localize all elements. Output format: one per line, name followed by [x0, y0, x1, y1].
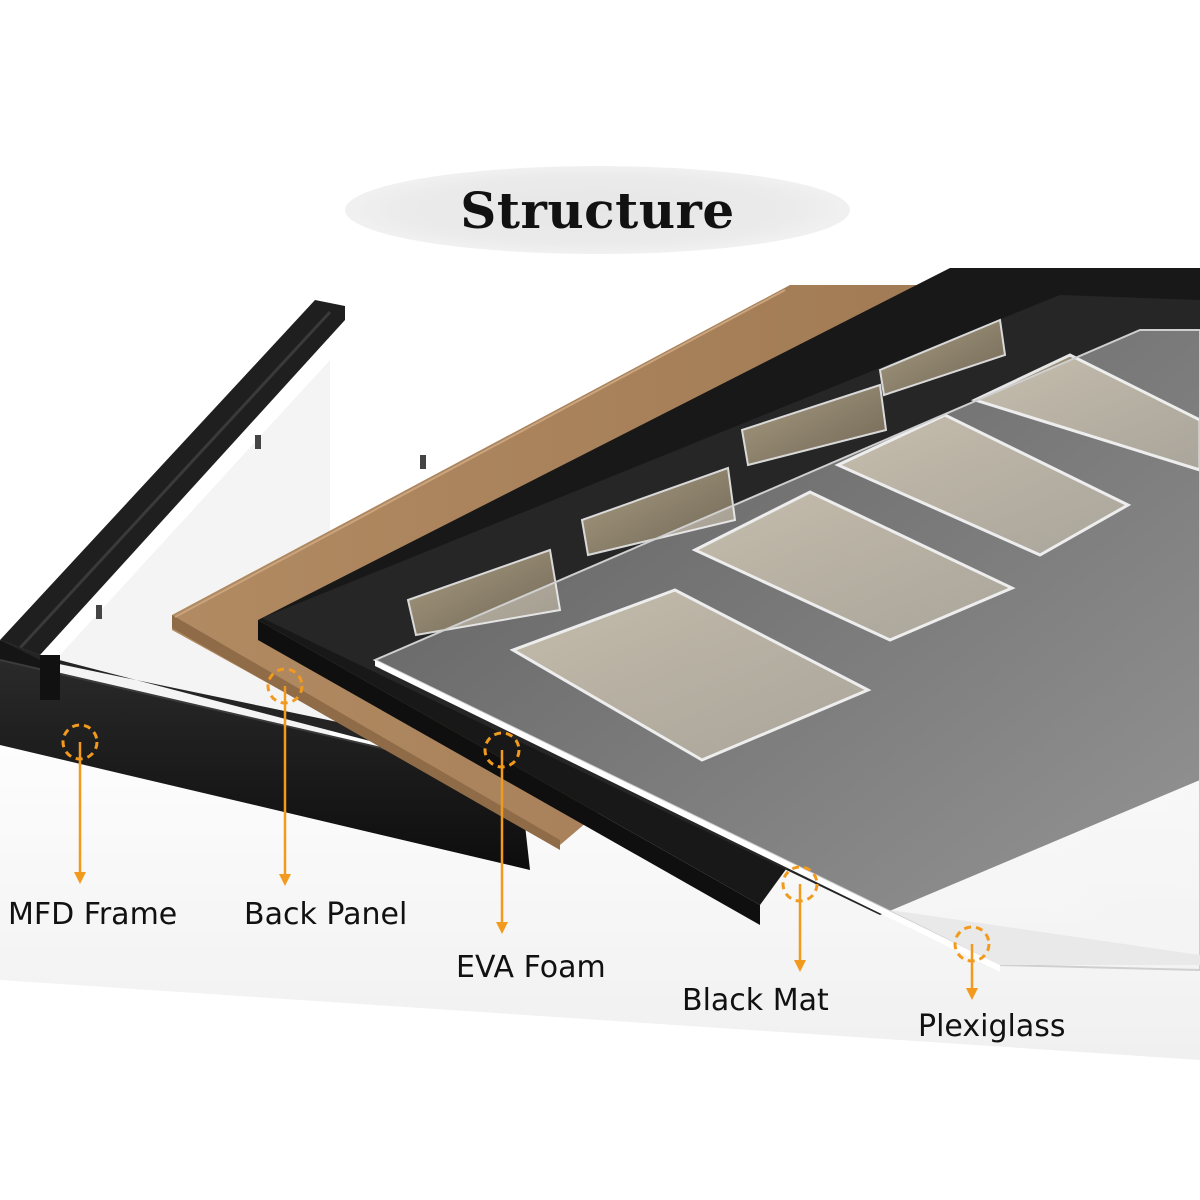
label-black-mat: Black Mat: [682, 983, 829, 1018]
title-background: [345, 166, 850, 254]
page-title: Structure: [460, 180, 735, 240]
callout-back-panel: [266, 667, 304, 886]
callout-black-mat: [781, 865, 819, 972]
label-eva-foam: EVA Foam: [456, 950, 606, 985]
label-back-panel: Back Panel: [244, 897, 408, 932]
callout-mfd-frame: [61, 723, 99, 884]
callout-plexiglass: [953, 925, 991, 1000]
callout-eva-foam: [483, 731, 521, 934]
label-plexiglass: Plexiglass: [918, 1009, 1066, 1044]
plexiglass-shape: [372, 329, 1200, 972]
label-mfd-frame: MFD Frame: [8, 897, 178, 932]
mfd-frame-shape: [0, 300, 530, 870]
